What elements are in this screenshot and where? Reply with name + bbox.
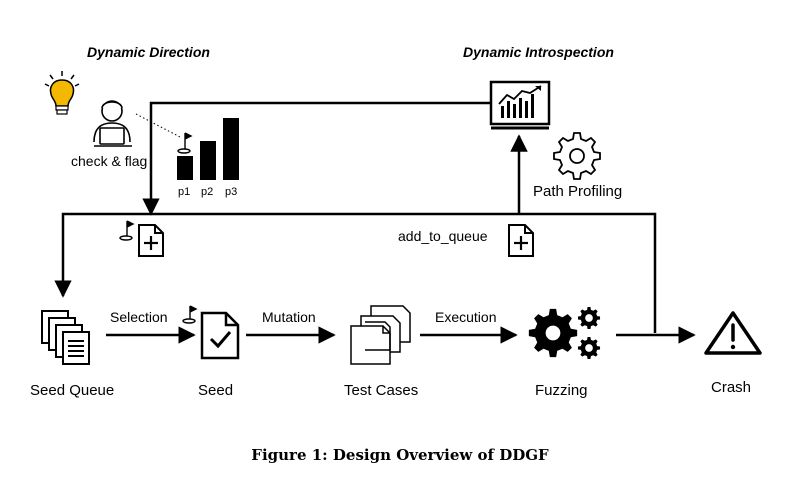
seed-file-check-icon	[182, 305, 240, 360]
crash-warning-icon	[704, 311, 762, 355]
gear-icon	[553, 132, 601, 180]
seed-label: Seed	[198, 382, 234, 399]
queue-return-arrow	[54, 212, 657, 333]
figure-caption: Figure 1: Design Overview of DDGF	[251, 446, 549, 464]
dynamic-introspection-title: Dynamic Introspection	[463, 44, 614, 60]
monitor-chart-icon	[489, 80, 551, 130]
fuzzing-label: Fuzzing	[535, 382, 588, 399]
mutation-label: Mutation	[262, 309, 316, 325]
bar-p2	[200, 141, 216, 180]
feedback-lines	[54, 101, 657, 333]
bar-p1	[177, 156, 193, 180]
bar-p3	[223, 118, 239, 180]
dynamic-direction-title: Dynamic Direction	[87, 44, 210, 60]
person-laptop-icon	[93, 100, 132, 147]
add-file-icon	[508, 224, 534, 257]
bar-label-p2: p2	[201, 186, 214, 198]
selection-label: Selection	[110, 309, 168, 325]
flag-icon	[177, 132, 193, 154]
bar-label-p3: p3	[225, 186, 238, 198]
seed-queue-icon	[41, 310, 90, 365]
path-profiling-label: Path Profiling	[533, 183, 623, 200]
add-to-queue-label: add_to_queue	[398, 228, 488, 244]
seed-queue-label: Seed Queue	[30, 382, 115, 399]
bar-chart-icon	[177, 118, 239, 180]
introspection-direction-arrow	[142, 101, 490, 216]
flagged-add-file-icon	[119, 220, 164, 257]
fuzzing-gears-icon	[528, 306, 601, 360]
check-flag-label: check & flag	[71, 153, 148, 169]
test-cases-icon	[350, 305, 411, 365]
crash-label: Crash	[711, 379, 752, 396]
bar-label-p1: p1	[178, 186, 191, 198]
pointer-dotted-line	[135, 113, 183, 139]
execution-label: Execution	[435, 309, 497, 325]
lightbulb-icon	[44, 71, 80, 115]
test-cases-label: Test Cases	[344, 382, 419, 399]
